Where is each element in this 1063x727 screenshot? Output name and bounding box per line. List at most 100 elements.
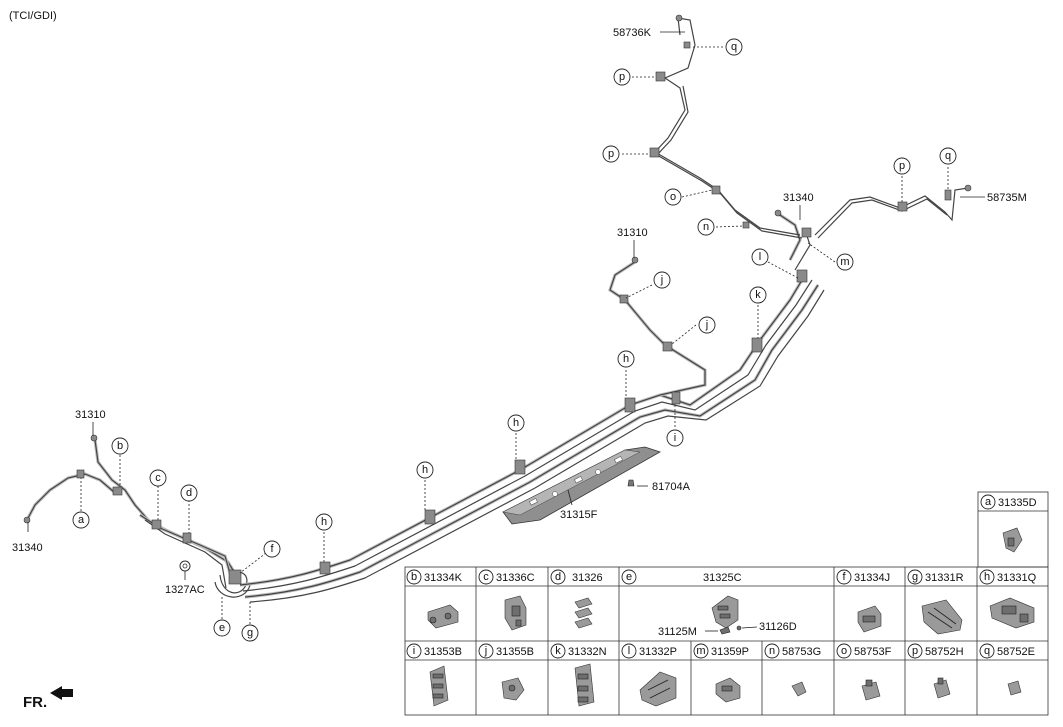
callout-q-top: q bbox=[725, 38, 743, 56]
legend-b-part-image bbox=[427, 604, 459, 629]
tube-clips bbox=[23, 14, 972, 585]
label-31125M: 31125M bbox=[658, 626, 697, 638]
callout-j-2: j bbox=[698, 316, 716, 334]
legend-h-part-image bbox=[989, 597, 1035, 629]
svg-text:h: h bbox=[623, 353, 629, 365]
svg-text:l: l bbox=[628, 645, 630, 657]
label-31310-mid: 31310 bbox=[617, 227, 648, 239]
svg-text:31331Q: 31331Q bbox=[997, 572, 1037, 584]
svg-text:b: b bbox=[411, 571, 417, 583]
svg-text:f: f bbox=[270, 543, 274, 555]
label-58736K: 58736K bbox=[613, 27, 652, 39]
svg-text:58753F: 58753F bbox=[854, 646, 892, 658]
svg-text:b: b bbox=[117, 440, 123, 452]
callout-n: n bbox=[697, 218, 715, 236]
svg-text:a: a bbox=[78, 514, 85, 526]
svg-text:58752H: 58752H bbox=[925, 646, 964, 658]
svg-text:31331R: 31331R bbox=[925, 572, 964, 584]
callout-p-3: p bbox=[893, 157, 911, 175]
legend-e-part-image: 31125M 31126D bbox=[658, 595, 797, 638]
svg-text:m: m bbox=[840, 256, 849, 268]
callout-f: f bbox=[263, 540, 281, 558]
label-81704A: 81704A bbox=[652, 481, 691, 493]
legend-q-part-image bbox=[1007, 680, 1022, 696]
legend-j-part-image bbox=[501, 677, 525, 701]
svg-text:31335D: 31335D bbox=[998, 497, 1037, 509]
legend-g-part-image bbox=[921, 599, 963, 635]
legend-j-header: j 31355B bbox=[478, 643, 534, 659]
callout-d: d bbox=[180, 484, 198, 502]
callout-h-2: h bbox=[507, 414, 525, 432]
legend-n-part-image bbox=[791, 681, 807, 697]
svg-text:a: a bbox=[985, 496, 992, 508]
callout-h-4: h bbox=[315, 513, 333, 531]
callout-p-2: p bbox=[602, 145, 620, 163]
legend-m-part-image bbox=[715, 677, 741, 703]
label-31340-top: 31340 bbox=[783, 192, 814, 204]
callout-e: e bbox=[213, 619, 231, 637]
svg-text:j: j bbox=[660, 274, 663, 286]
svg-text:31355B: 31355B bbox=[496, 646, 534, 658]
front-arrow-icon bbox=[50, 686, 73, 700]
svg-text:i: i bbox=[413, 645, 415, 657]
part-labels: 58736K 58735M 31340 31310 31310 31340 13… bbox=[12, 27, 1027, 596]
svg-text:k: k bbox=[555, 645, 561, 657]
svg-text:q: q bbox=[984, 645, 990, 657]
svg-text:31325C: 31325C bbox=[703, 572, 742, 584]
svg-text:g: g bbox=[912, 571, 918, 583]
svg-text:j: j bbox=[484, 645, 487, 657]
callouts: q p p o n m l k p q j j h i h h h f g e … bbox=[72, 38, 957, 642]
svg-text:q: q bbox=[731, 41, 737, 53]
svg-text:31332N: 31332N bbox=[568, 646, 607, 658]
label-31310-left: 31310 bbox=[75, 409, 106, 421]
legend-d-part-image bbox=[574, 597, 593, 629]
legend-a-header: a 31335D bbox=[980, 494, 1037, 510]
svg-text:31334K: 31334K bbox=[424, 572, 463, 584]
svg-text:c: c bbox=[483, 571, 489, 583]
svg-text:n: n bbox=[703, 221, 709, 233]
legend-c-header: c 31336C bbox=[478, 569, 535, 585]
legend-o-part-image bbox=[861, 679, 881, 701]
legend-g-header: g 31331R bbox=[907, 569, 964, 585]
svg-text:k: k bbox=[755, 289, 761, 301]
label-1327AC: 1327AC bbox=[165, 584, 205, 596]
callout-k: k bbox=[749, 286, 767, 304]
fuel-tube-bundle bbox=[25, 17, 969, 603]
svg-text:31353B: 31353B bbox=[424, 646, 462, 658]
callout-m: m bbox=[836, 253, 854, 271]
label-31340-left: 31340 bbox=[12, 542, 43, 554]
svg-text:h: h bbox=[422, 464, 428, 476]
legend-l-part-image bbox=[639, 671, 677, 707]
svg-text:31336C: 31336C bbox=[496, 572, 535, 584]
callout-l: l bbox=[751, 248, 769, 266]
callout-o: o bbox=[664, 188, 682, 206]
callout-p-1: p bbox=[613, 68, 631, 86]
legend-f-part-image bbox=[857, 605, 882, 633]
svg-text:l: l bbox=[759, 251, 761, 263]
svg-text:31332P: 31332P bbox=[639, 646, 677, 658]
callout-b: b bbox=[111, 437, 129, 455]
svg-text:d: d bbox=[186, 487, 192, 499]
svg-text:h: h bbox=[321, 516, 327, 528]
heat-shield-31315F bbox=[502, 446, 661, 525]
svg-text:d: d bbox=[555, 571, 561, 583]
callout-a: a bbox=[72, 511, 90, 529]
callout-c: c bbox=[149, 469, 167, 487]
label-58735M: 58735M bbox=[987, 192, 1027, 204]
legend-i-header: i 31353B bbox=[406, 643, 462, 659]
legend-k-part-image bbox=[574, 663, 595, 707]
svg-text:h: h bbox=[513, 417, 519, 429]
callout-h-1: h bbox=[617, 350, 635, 368]
callout-i: i bbox=[666, 429, 684, 447]
legend-p-part-image bbox=[933, 677, 951, 699]
legend-c-part-image bbox=[504, 595, 527, 631]
callout-q-right: q bbox=[939, 147, 957, 165]
